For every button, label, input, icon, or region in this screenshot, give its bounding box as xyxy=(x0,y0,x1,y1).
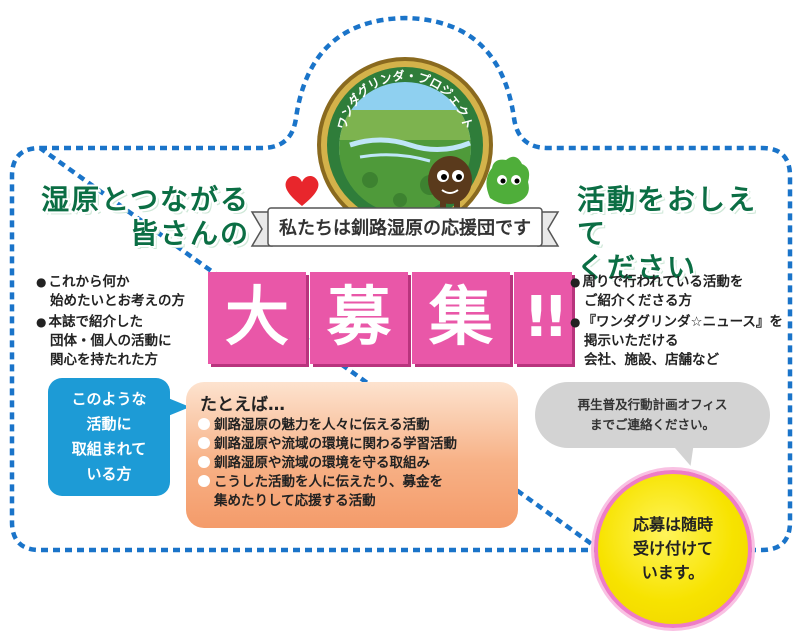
mascot-characters-icon xyxy=(428,156,530,214)
list-item: これから何か 始めたいとお考えの方 xyxy=(36,273,226,311)
list-item: 釧路湿原の魅力を人々に伝える活動 xyxy=(198,416,516,435)
recruit-tile: 集 xyxy=(412,272,510,364)
left-target-list: これから何か 始めたいとお考えの方 本誌で紹介した 団体・個人の活動に 関心を持… xyxy=(36,273,226,372)
recruit-tile: 募 xyxy=(310,272,408,364)
recruit-tile: 大 xyxy=(208,272,306,364)
ribbon-text: 私たちは釧路湿原の応援団です xyxy=(279,218,531,239)
list-item: 周りで行われている活動を ご紹介くださる方 xyxy=(570,273,785,311)
list-item: 釧路湿原や流域の環境を守る取組み xyxy=(198,454,516,473)
list-item: 本誌で紹介した 団体・個人の活動に 関心を持たれた方 xyxy=(36,313,226,370)
recruit-tile: !! xyxy=(514,272,572,364)
examples-list: 釧路湿原の魅力を人々に伝える活動 釧路湿原や流域の環境に関わる学習活動 釧路湿原… xyxy=(198,416,516,511)
right-heading: 活動をおしえて ください xyxy=(577,183,758,284)
list-item: こうした活動を人に伝えたり、募金を 集めたりして応援する活動 xyxy=(198,473,516,511)
right-target-list: 周りで行われている活動を ご紹介くださる方 『ワンダグリンダ☆ニュース』を 掲示… xyxy=(570,273,785,372)
list-item: 釧路湿原や流域の環境に関わる学習活動 xyxy=(198,435,516,454)
heart-icon xyxy=(285,176,319,206)
ribbon-banner xyxy=(250,207,560,247)
callout-arrow xyxy=(168,398,190,416)
list-item: 『ワンダグリンダ☆ニュース』を 掲示いただける 会社、施設、店舗など xyxy=(570,313,785,370)
accept-anytime-circle: 応募は随時 受け付けて います。 xyxy=(594,470,752,628)
office-contact-bubble: 再生普及行動計画オフィス までご連絡ください。 xyxy=(535,382,770,448)
left-heading: 湿原とつながる 皆さんの xyxy=(41,183,250,250)
blue-callout: このような 活動に 取組まれて いる方 xyxy=(48,378,170,496)
examples-title: たとえば… xyxy=(200,395,285,415)
